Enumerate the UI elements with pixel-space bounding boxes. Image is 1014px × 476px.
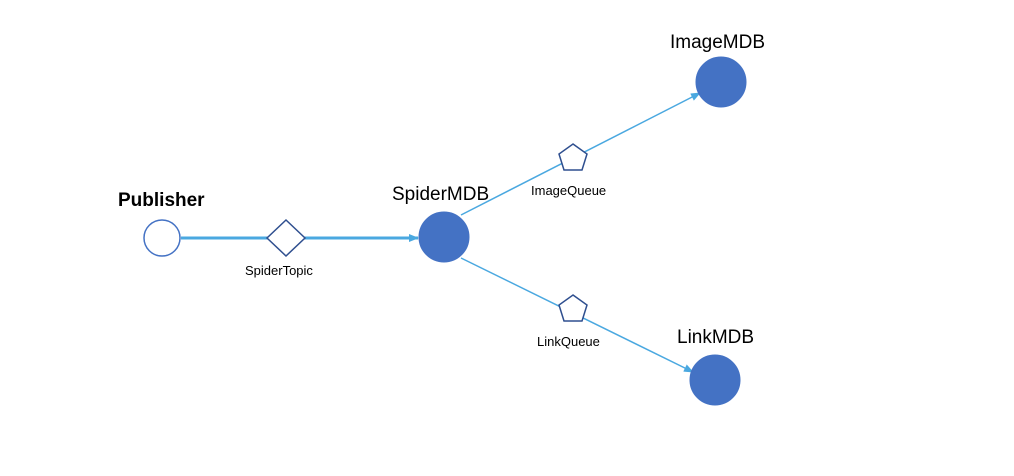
spider-topic-label: SpiderTopic (245, 263, 313, 278)
spider-topic-diamond-icon[interactable] (265, 218, 307, 258)
image-mdb-label: ImageMDB (670, 32, 766, 53)
image-queue-label: ImageQueue (531, 183, 607, 198)
image-mdb-node[interactable] (695, 56, 747, 108)
link-mdb-node[interactable] (689, 354, 741, 406)
publisher-label: Publisher (118, 190, 205, 211)
link-queue-label: LinkQueue (537, 334, 600, 349)
image-queue-pentagon-icon[interactable] (558, 143, 588, 171)
spider-mdb-label: SpiderMDB (392, 184, 490, 205)
link-queue-pentagon-icon[interactable] (558, 294, 588, 322)
publisher-node[interactable] (143, 219, 181, 257)
link-mdb-label: LinkMDB (677, 327, 755, 348)
spider-mdb-node[interactable] (418, 211, 470, 263)
